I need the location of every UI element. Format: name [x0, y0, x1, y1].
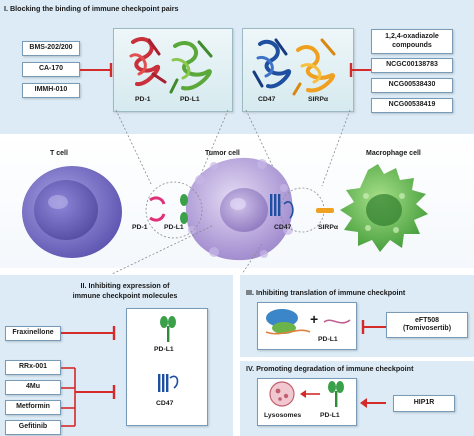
inhibitor-ncg00538419: NCG00538419 [371, 98, 453, 113]
inhibitor-oxadiazole: 1,2,4-oxadiazole compounds [371, 29, 453, 54]
inhibition-arrow-right [349, 63, 372, 77]
lysosome-icon [269, 381, 295, 407]
label-t-cell: T cell [50, 150, 68, 157]
cells-illustration [22, 157, 428, 261]
struct-label-pdl1: PD-L1 [180, 96, 200, 103]
cell-label-pdl1: PD-L1 [164, 224, 184, 231]
inhibitor-ncgc00138783: NCGC00138783 [371, 58, 453, 73]
panel4-label-lysosomes: Lysosomes [264, 412, 302, 419]
inhibitor-ncg00538430: NCG00538430 [371, 78, 453, 93]
macrophage-cell [340, 164, 428, 252]
label-tumor-cell: Tumor cell [205, 150, 240, 157]
inhibitor-gefitinib: Gefitinib [5, 420, 61, 435]
panel3-label-pdl1: PD-L1 [318, 336, 338, 343]
panel2-title-line2: immune checkpoint molecules [72, 291, 178, 300]
pdl1-receptor [180, 194, 188, 224]
inhibition-bracket-group [61, 367, 116, 427]
degradation-arrow [300, 390, 320, 398]
pdl1-degradation-icon [328, 381, 344, 407]
pd1-pdl1-crystal-structure [129, 37, 213, 94]
cd47-receptor [270, 194, 294, 219]
promoter-hip1r: HIP1R [393, 395, 455, 412]
inhibition-arrow-eft508 [361, 320, 386, 334]
inhibitor-eft508: eFT508 (Tomivosertib) [386, 312, 468, 338]
panel2-title-line1: II. Inhibiting expression of [80, 281, 170, 290]
inhibitor-metformin: Metformin [5, 400, 61, 415]
inhibitor-immh-010: IMMH-010 [22, 83, 80, 98]
eft508-line1: eFT508 [414, 316, 440, 324]
panel2-label-cd47: CD47 [156, 400, 174, 407]
inhibitor-ca-170: CA-170 [22, 62, 80, 77]
eft508-line2: (Tomivosertib) [402, 325, 452, 332]
promotion-arrow-hip1r [360, 398, 386, 408]
cell-label-sirpa: SIRPα [318, 224, 339, 231]
cd47-sirpa-crystal-structure [252, 38, 336, 96]
inhibition-arrow-left [80, 63, 113, 77]
cell-label-pd1: PD-1 [132, 224, 148, 231]
synapse-zoom-left [145, 181, 203, 239]
cd47-receptor-icon [158, 374, 179, 392]
t-cell [22, 166, 122, 258]
inhibitor-bms-202-200: BMS-202/200 [22, 41, 80, 56]
svg-text:+: + [310, 311, 318, 327]
zoom-connectors-top [115, 109, 351, 187]
panel1-title: I. Blocking the binding of immune checkp… [4, 4, 179, 13]
panel3-title: III. Inhibiting translation of immune ch… [246, 288, 406, 297]
struct-label-sirpa: SIRPα [308, 96, 329, 103]
inhibitor-4mu: 4Mu [5, 380, 61, 395]
label-macrophage-cell: Macrophage cell [366, 150, 421, 157]
struct-label-pd1: PD-1 [135, 96, 151, 103]
ribosome-mrna-icon: + [265, 309, 351, 335]
panel4-title: IV. Promoting degradation of immune chec… [246, 364, 414, 373]
inhibitor-fraxinellone: Fraxinellone [5, 326, 61, 341]
tumor-cell [185, 157, 293, 261]
inhibitor-rrx-001: RRx-001 [5, 360, 61, 375]
sirpa-receptor [316, 208, 334, 213]
inhibition-arrow-fraxinellone [61, 326, 116, 340]
pd1-receptor [149, 196, 166, 222]
struct-label-cd47: CD47 [258, 96, 276, 103]
cell-label-cd47: CD47 [274, 224, 292, 231]
panel2-label-pdl1: PD-L1 [154, 346, 174, 353]
target-box-translation [257, 302, 357, 350]
pdl1-receptor-icon [160, 316, 176, 342]
panel4-label-pdl1: PD-L1 [320, 412, 340, 419]
